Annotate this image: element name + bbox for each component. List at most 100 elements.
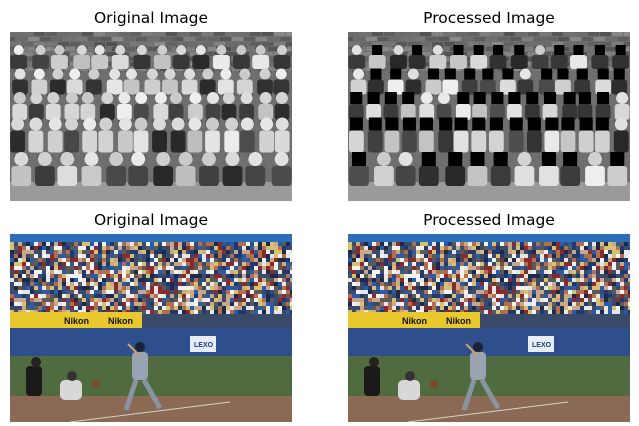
child-face	[76, 45, 87, 55]
child-face	[164, 68, 176, 80]
child-body	[153, 55, 171, 69]
child-body	[80, 104, 96, 120]
face-blackout	[541, 68, 553, 80]
child-body	[50, 55, 68, 69]
child-body	[395, 166, 416, 186]
face-blackout	[557, 68, 569, 80]
child-body	[550, 55, 568, 69]
child-body	[368, 55, 386, 69]
child-body	[613, 130, 629, 153]
batter	[132, 352, 148, 380]
child-face	[109, 68, 121, 80]
batter-helmet	[473, 342, 483, 352]
child-body	[133, 55, 151, 69]
child-body	[560, 166, 581, 186]
child-body	[123, 79, 140, 95]
child-face	[131, 152, 146, 166]
child-body	[348, 104, 364, 120]
panel-title-processed-1: Processed Image	[423, 9, 555, 27]
child-body	[111, 55, 129, 69]
child-face	[60, 152, 75, 166]
catcher-mitt	[92, 380, 100, 388]
child-body	[510, 55, 528, 69]
child-body	[383, 104, 399, 120]
sponsor-banner	[10, 312, 142, 328]
banner-text: Nikon	[108, 316, 133, 326]
face-blackout	[527, 117, 541, 131]
face-blackout	[514, 45, 525, 55]
child-face	[195, 45, 206, 55]
upper-stands	[10, 234, 292, 242]
child-body	[212, 55, 230, 69]
child-body	[128, 166, 149, 186]
child-face	[201, 152, 216, 166]
face-blackout	[385, 117, 399, 131]
child-body	[205, 104, 221, 120]
child-body	[168, 104, 184, 120]
child-body	[594, 130, 610, 153]
panel-title-original-2: Original Image	[93, 211, 209, 229]
child-body	[98, 130, 114, 153]
child-body	[402, 130, 417, 153]
child-body	[99, 104, 115, 120]
child-body	[508, 130, 524, 153]
face-blackout	[454, 117, 468, 131]
child-body	[425, 79, 442, 95]
child-body	[106, 166, 127, 186]
child-body	[405, 79, 422, 95]
umpire	[26, 366, 42, 396]
child-body	[188, 104, 203, 120]
child-body	[368, 79, 384, 95]
child-body	[47, 130, 63, 153]
child-face	[13, 92, 26, 104]
face-blackout	[554, 45, 565, 55]
batter-leg	[123, 379, 139, 411]
child-body	[595, 79, 612, 95]
child-face	[118, 92, 131, 104]
child-face	[239, 68, 251, 80]
ground	[10, 182, 292, 201]
child-body	[514, 166, 535, 186]
face-blackout	[368, 117, 382, 131]
outfield-wall	[10, 328, 292, 356]
child-face	[109, 152, 124, 166]
child-face	[135, 92, 148, 104]
child-face	[118, 117, 132, 131]
child-body	[221, 104, 237, 120]
face-blackout	[563, 152, 578, 166]
face-blackout	[482, 68, 494, 80]
face-blackout	[573, 45, 584, 55]
child-face	[225, 152, 240, 166]
child-body	[488, 130, 504, 153]
child-face	[205, 117, 219, 131]
outfield-wall	[348, 328, 630, 356]
banner-text: Nikon	[402, 316, 427, 326]
child-body	[205, 130, 220, 153]
child-body	[591, 55, 609, 69]
child-body	[472, 104, 488, 120]
child-face	[65, 117, 79, 131]
face-blackout	[526, 92, 539, 104]
child-body	[222, 166, 243, 186]
child-face	[206, 92, 219, 104]
child-body	[350, 79, 367, 95]
child-body	[348, 130, 364, 153]
child-body	[152, 130, 167, 153]
child-body	[442, 79, 459, 95]
child-body	[271, 166, 292, 186]
child-face	[277, 45, 288, 55]
child-body	[450, 55, 467, 69]
catcher-helmet	[67, 371, 77, 381]
child-face	[157, 45, 168, 55]
batter-helmet	[135, 342, 145, 352]
child-face	[14, 152, 29, 166]
face-blackout	[594, 45, 605, 55]
child-body	[445, 166, 466, 186]
child-body	[252, 55, 270, 69]
child-body	[45, 104, 61, 120]
child-face	[126, 68, 138, 80]
child-face	[236, 45, 247, 55]
face-blackout	[508, 92, 521, 104]
child-body	[408, 55, 426, 69]
child-body	[274, 130, 290, 153]
